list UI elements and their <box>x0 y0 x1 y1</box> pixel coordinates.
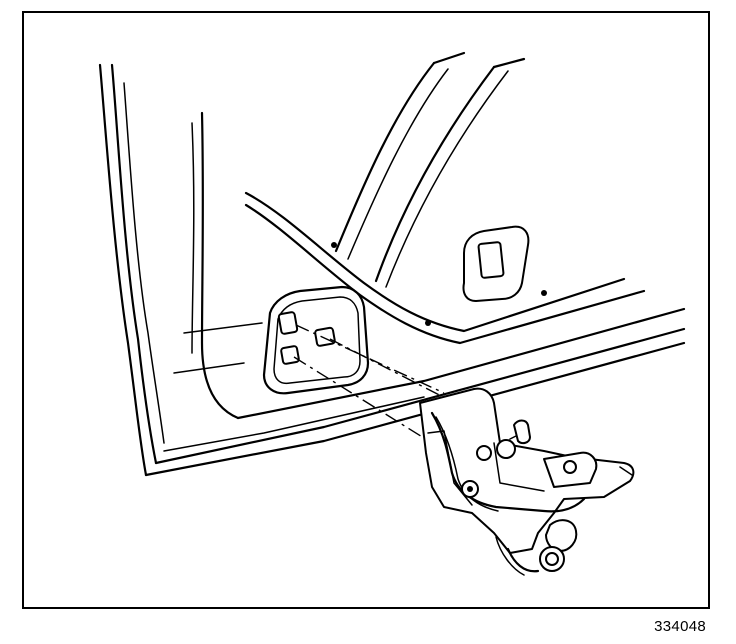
door-latch-diagram <box>98 51 686 576</box>
illustration-frame <box>22 11 710 609</box>
striker-mount-plate <box>262 285 370 395</box>
figure-number: 334048 <box>654 618 706 635</box>
door-frame-pillar <box>98 63 240 477</box>
door-sill <box>144 307 686 477</box>
latch-assembly <box>419 387 635 576</box>
panel-vent-cutout <box>331 225 547 326</box>
quarter-inner-panel <box>244 51 646 345</box>
